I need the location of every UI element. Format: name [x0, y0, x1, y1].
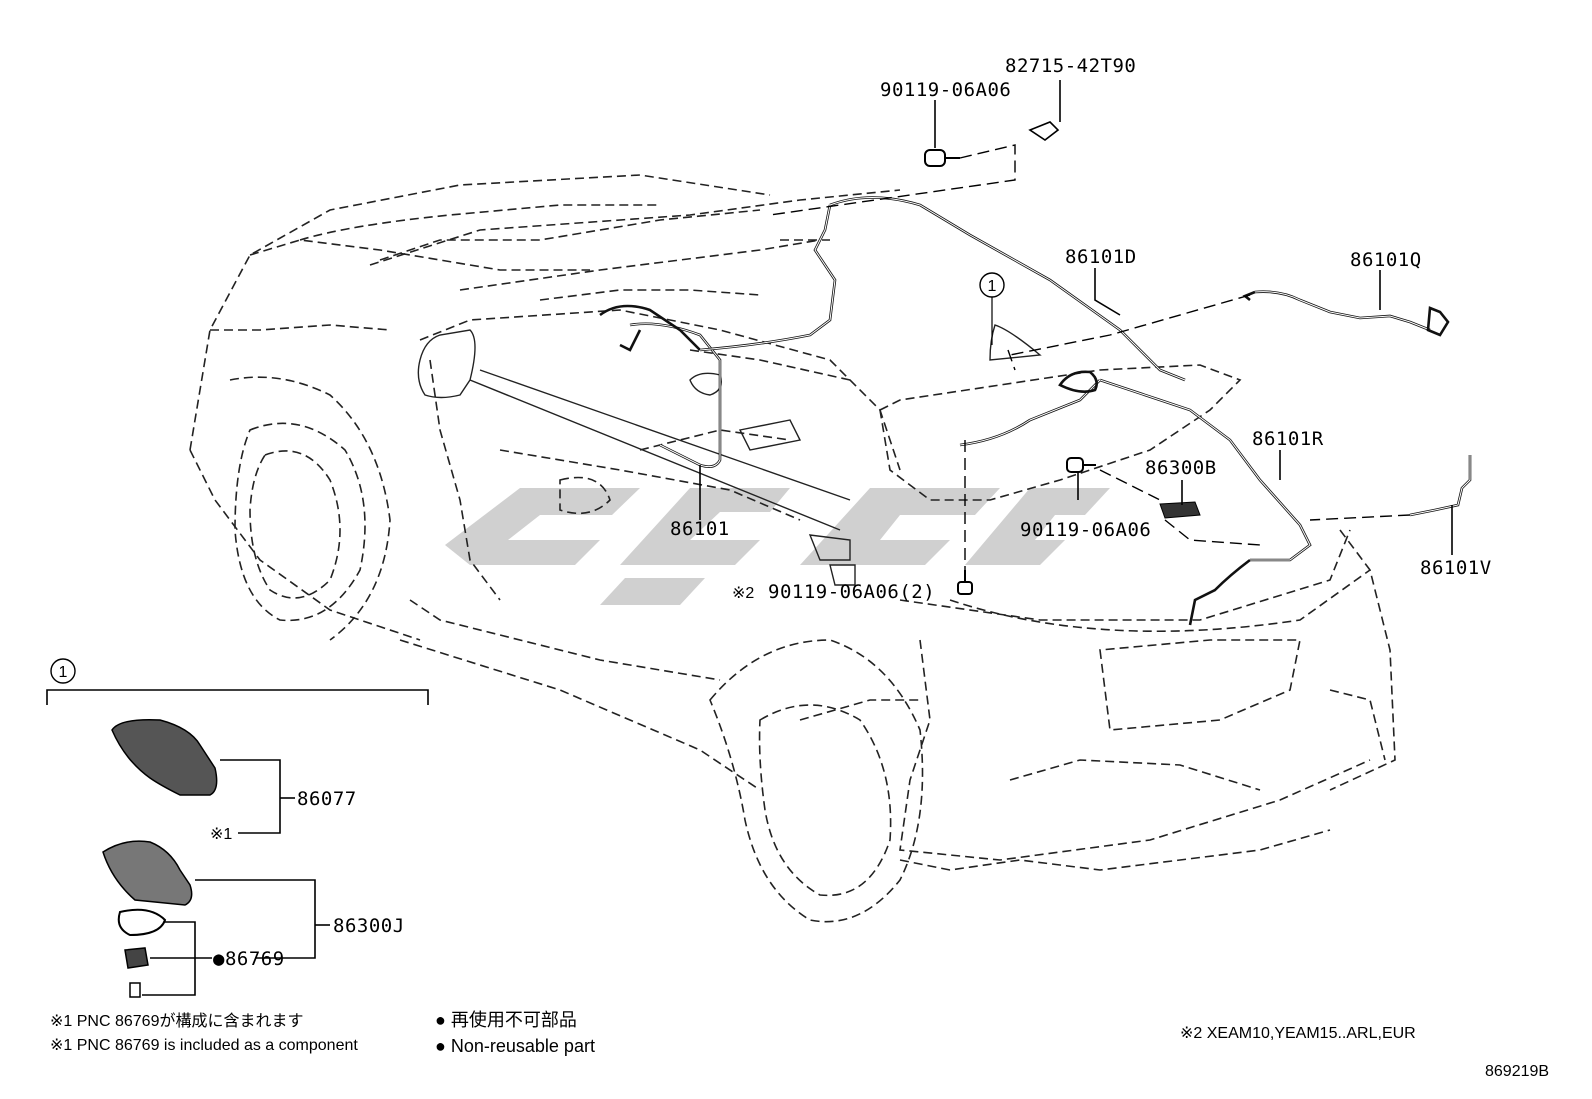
screw-part — [129, 982, 141, 998]
clamp-82715 — [1028, 121, 1060, 141]
label-90119-06A06-top: 90119-06A06 — [880, 79, 1011, 101]
legend-japanese: ● 再使用不可部品 — [435, 1010, 577, 1030]
gasket-86769 — [117, 908, 167, 937]
label-86101D: 86101D — [1065, 246, 1137, 268]
note-1-english: ※1 PNC 86769 is included as a component — [50, 1037, 358, 1054]
label-86101R: 86101R — [1252, 428, 1324, 450]
note-1-japanese: ※1 PNC 86769が構成に含まれます — [50, 1012, 303, 1030]
label-86101Q: 86101Q — [1350, 249, 1422, 271]
bolt-90119-mid — [1066, 457, 1096, 473]
footnotes: ※1 PNC 86769が構成に含まれます ※1 PNC 86769 is in… — [50, 1010, 1549, 1080]
label-90119-06A06-mid: 90119-06A06 — [1020, 519, 1151, 541]
wire-harness-86101Q — [1242, 290, 1450, 337]
label-86101V: 86101V — [1420, 557, 1492, 579]
wire-harness-86101D — [829, 196, 1186, 382]
label-86077-note-mark: ※1 — [210, 826, 232, 843]
label-82715-42T90: 82715-42T90 — [1005, 55, 1136, 77]
antenna-amplifier-86300B — [1159, 501, 1201, 519]
vehicle-outline — [189, 174, 1396, 923]
inset-number: 1 — [59, 664, 68, 681]
label-90119-06A06-bottom: 90119-06A06(2) — [768, 581, 935, 603]
label-86101: 86101 — [670, 518, 730, 540]
nut-part — [124, 947, 149, 969]
callout-circle-1: 1 — [979, 272, 1005, 345]
label-note-mark-2: ※2 — [732, 585, 754, 602]
wire-harness-86101 — [599, 204, 837, 468]
part-labels: 82715-42T90 90119-06A06 86101D 86101Q 86… — [670, 55, 1492, 603]
wire-harness-86101V — [1409, 455, 1472, 517]
diagram-code: 869219B — [1485, 1063, 1549, 1080]
label-86300B: 86300B — [1145, 457, 1217, 479]
bolt-90119-bottom — [957, 570, 973, 595]
antenna-base-86300J — [102, 840, 193, 906]
inset-detail-1: 1 86077 ※1 86300J ●86769 — [46, 658, 429, 998]
callout-number: 1 — [988, 278, 997, 295]
label-86769: ●86769 — [213, 948, 285, 970]
wire-harness-86101R — [959, 370, 1312, 626]
legend-english: ● Non-reusable part — [435, 1036, 595, 1056]
bolt-90119-top — [924, 149, 960, 167]
leader-lines — [699, 80, 1453, 570]
note-2: ※2 XEAM10,YEAM15..ARL,EUR — [1180, 1025, 1416, 1042]
label-86077: 86077 — [297, 788, 357, 810]
antenna-cover-86077 — [111, 718, 218, 796]
label-86300J: 86300J — [333, 915, 405, 937]
